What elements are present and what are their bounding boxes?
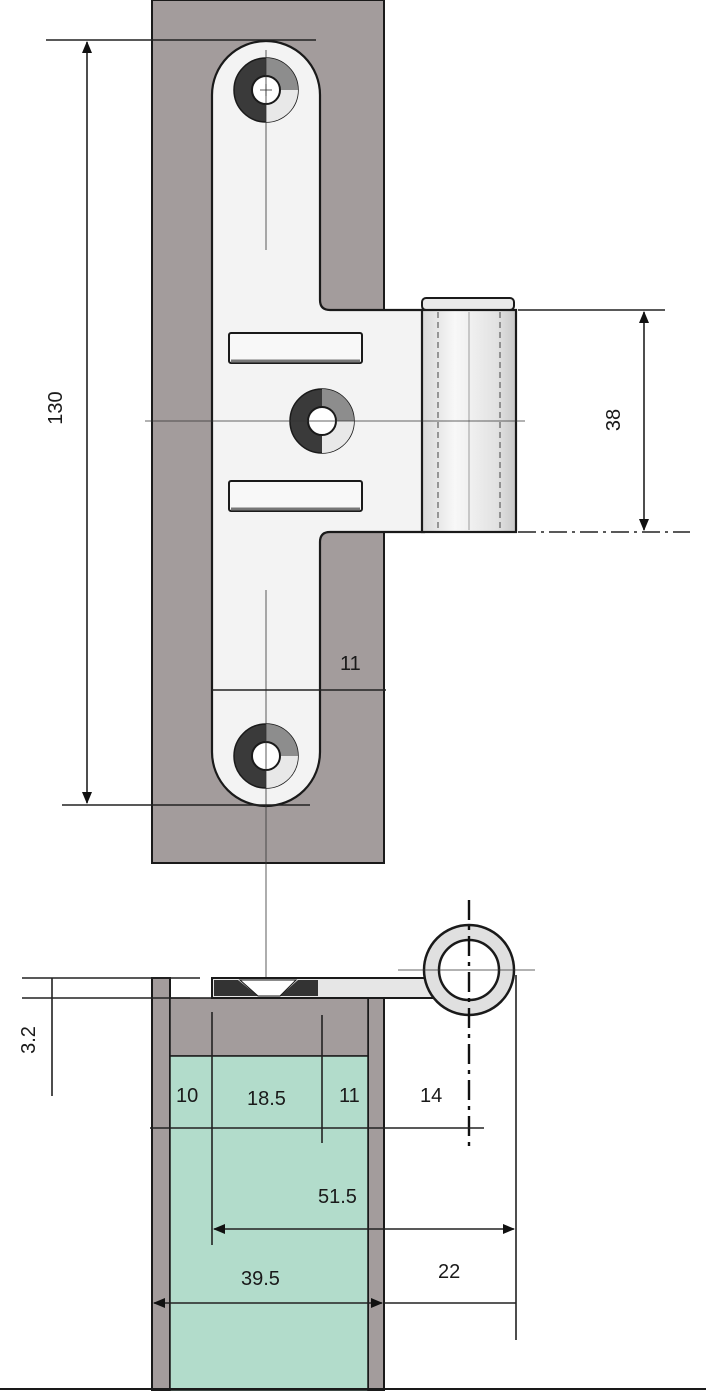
frame-left-wall: [151, 977, 171, 1391]
hinge-knuckle: [420, 297, 518, 534]
frame-right-wall: [367, 977, 385, 1391]
dim-to-axis: 51.5: [318, 1186, 357, 1208]
frame-top-band: [169, 997, 369, 1057]
dim-knuckle-offset: 14: [420, 1085, 442, 1107]
dim-axis-to-edge: 22: [438, 1261, 460, 1283]
dim-plate-thickness: 3.2: [18, 1026, 40, 1054]
slot-lower: [228, 480, 363, 512]
dim-rebate-width: 39.5: [241, 1268, 280, 1290]
dim-offset-left: 10: [176, 1085, 198, 1107]
section-view: [22, 900, 535, 1391]
dim-offset-right: 11: [339, 1085, 360, 1107]
slot-upper: [228, 332, 363, 364]
dim-edge-offset-top: 11: [340, 653, 361, 675]
dim-offset-mid: 18.5: [247, 1088, 286, 1110]
dim-overall-height: 130: [45, 391, 67, 424]
front-view: [46, 0, 690, 1200]
dim-knuckle-length: 38: [603, 409, 625, 431]
glazing-infill: [169, 1055, 369, 1391]
